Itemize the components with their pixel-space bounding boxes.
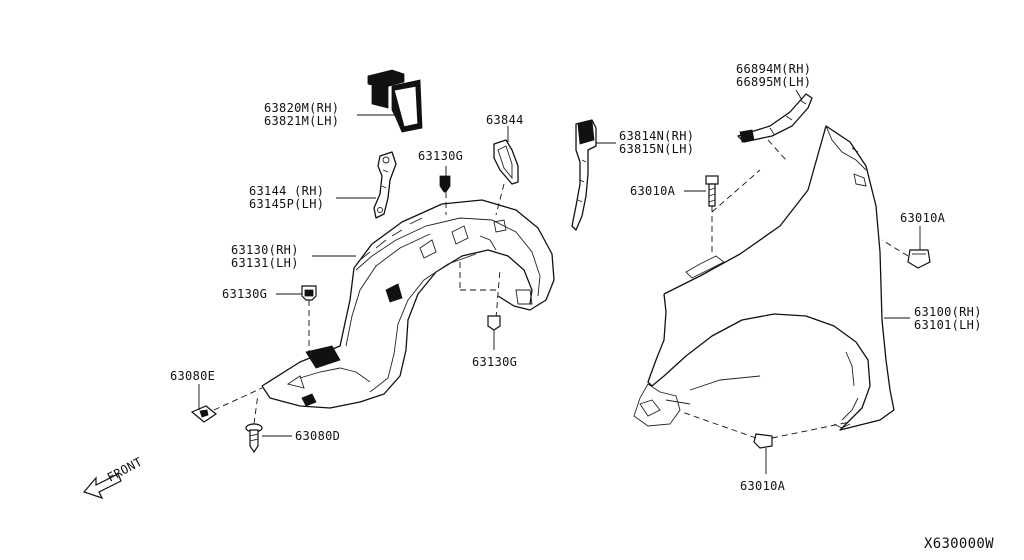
label-63820m: 63820M(RH) xyxy=(264,101,339,115)
label-63010a-top: 63010A xyxy=(630,184,676,198)
label-63130g-bottom: 63130G xyxy=(472,355,517,369)
clip-63130g-left-part xyxy=(301,285,317,301)
moulding-66894m-part xyxy=(737,93,813,143)
label-63144: 63144 (RH) xyxy=(249,184,324,198)
bolt-63010a-right-part xyxy=(907,249,931,269)
label-63131lh: 63131(LH) xyxy=(231,256,299,270)
front-fender-part xyxy=(633,125,895,431)
leader-66894m xyxy=(795,89,803,101)
label-63080d: 63080D xyxy=(295,429,340,443)
label-66894m: 66894M(RH) xyxy=(736,62,811,76)
label-63821m: 63821M(LH) xyxy=(264,114,339,128)
label-63815n: 63815N(LH) xyxy=(619,142,694,156)
label-front: FRONT xyxy=(105,455,145,485)
diagram-code: X630000W xyxy=(924,536,994,552)
bolt-63010a-top-part xyxy=(705,175,719,207)
label-63101: 63101(LH) xyxy=(914,318,982,332)
label-63130g-top: 63130G xyxy=(418,149,463,163)
screw-63080d-part xyxy=(245,423,263,454)
front-arrow-icon xyxy=(82,473,122,500)
seal-63844-part xyxy=(493,139,519,185)
bracket-63814n-part xyxy=(571,119,597,231)
label-63100: 63100(RH) xyxy=(914,305,982,319)
label-63010a-right: 63010A xyxy=(900,211,946,225)
clip-nut-63080e-part xyxy=(190,405,218,423)
wheel-house-liner-part xyxy=(261,199,555,409)
clip-63130g-bottom-part xyxy=(487,315,501,331)
label-63010a-bottom: 63010A xyxy=(740,479,786,493)
label-63844: 63844 xyxy=(486,113,524,127)
label-66895m: 66895M(LH) xyxy=(736,75,811,89)
label-63080e: 63080E xyxy=(170,369,215,383)
bracket-63820m-part xyxy=(367,69,423,133)
label-63130g-left: 63130G xyxy=(222,287,267,301)
clip-63130g-top-part xyxy=(439,175,451,193)
label-63130rh: 63130(RH) xyxy=(231,243,299,257)
label-63145p: 63145P(LH) xyxy=(249,197,324,211)
bracket-63144-part xyxy=(373,151,397,219)
label-63814n: 63814N(RH) xyxy=(619,129,694,143)
bolt-63010a-bottom-part xyxy=(753,433,773,449)
